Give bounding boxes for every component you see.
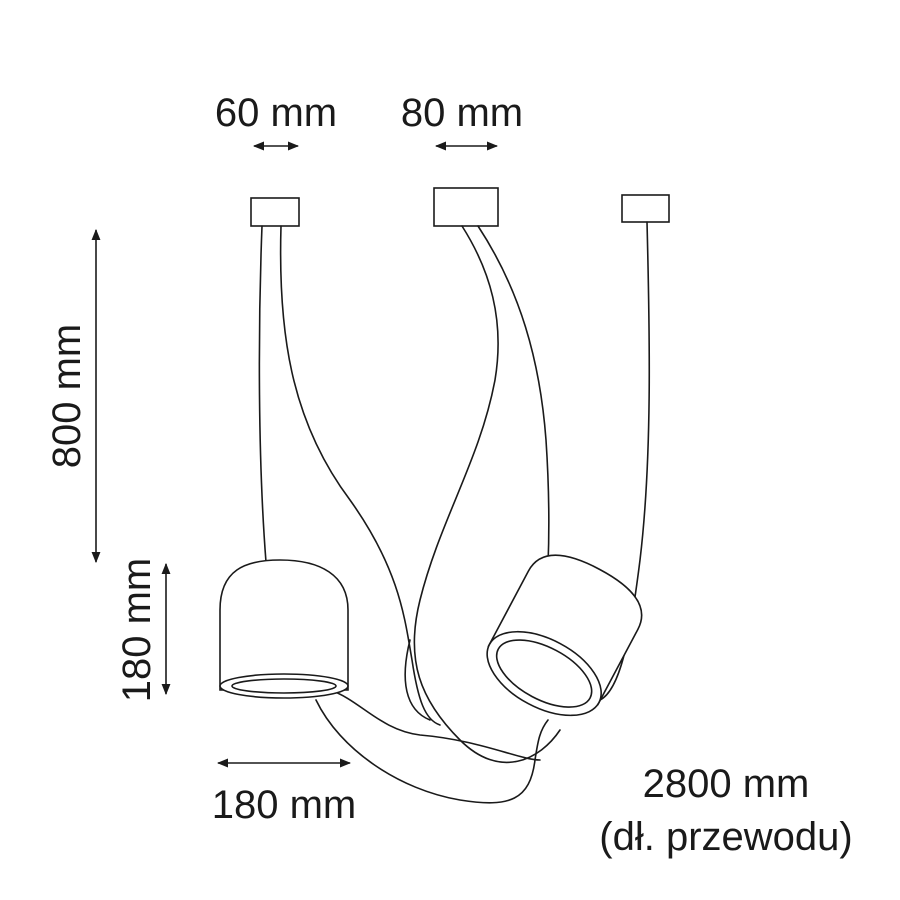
cable-length-label: 2800 mm (643, 762, 810, 806)
lamp-height-label: 180 mm (115, 558, 159, 703)
cable-length-note: (dł. przewodu) (599, 815, 852, 859)
lamp-right-body (487, 554, 643, 706)
suspension-height-label: 800 mm (45, 324, 89, 469)
cable-center-b (477, 225, 550, 566)
lamp-left-body (219, 559, 349, 691)
lamp-right-opening (495, 639, 593, 708)
canopy-center (433, 187, 499, 227)
cable-left-a (258, 225, 267, 563)
lamp-left-opening (231, 678, 337, 694)
canopy-large-width-label: 80 mm (401, 91, 523, 135)
cable-left-b (279, 225, 441, 726)
lamp-right (486, 554, 643, 717)
cable-loop-b (315, 699, 549, 804)
cable-loop-c (404, 639, 431, 721)
canopy-left (250, 197, 300, 227)
lamp-width-label: 180 mm (212, 783, 357, 827)
canopy-small-width-label: 60 mm (215, 91, 337, 135)
cable-loop-a (329, 689, 541, 761)
cable-right (599, 221, 651, 701)
cable-center-a (413, 225, 561, 764)
canopy-right (621, 194, 670, 223)
